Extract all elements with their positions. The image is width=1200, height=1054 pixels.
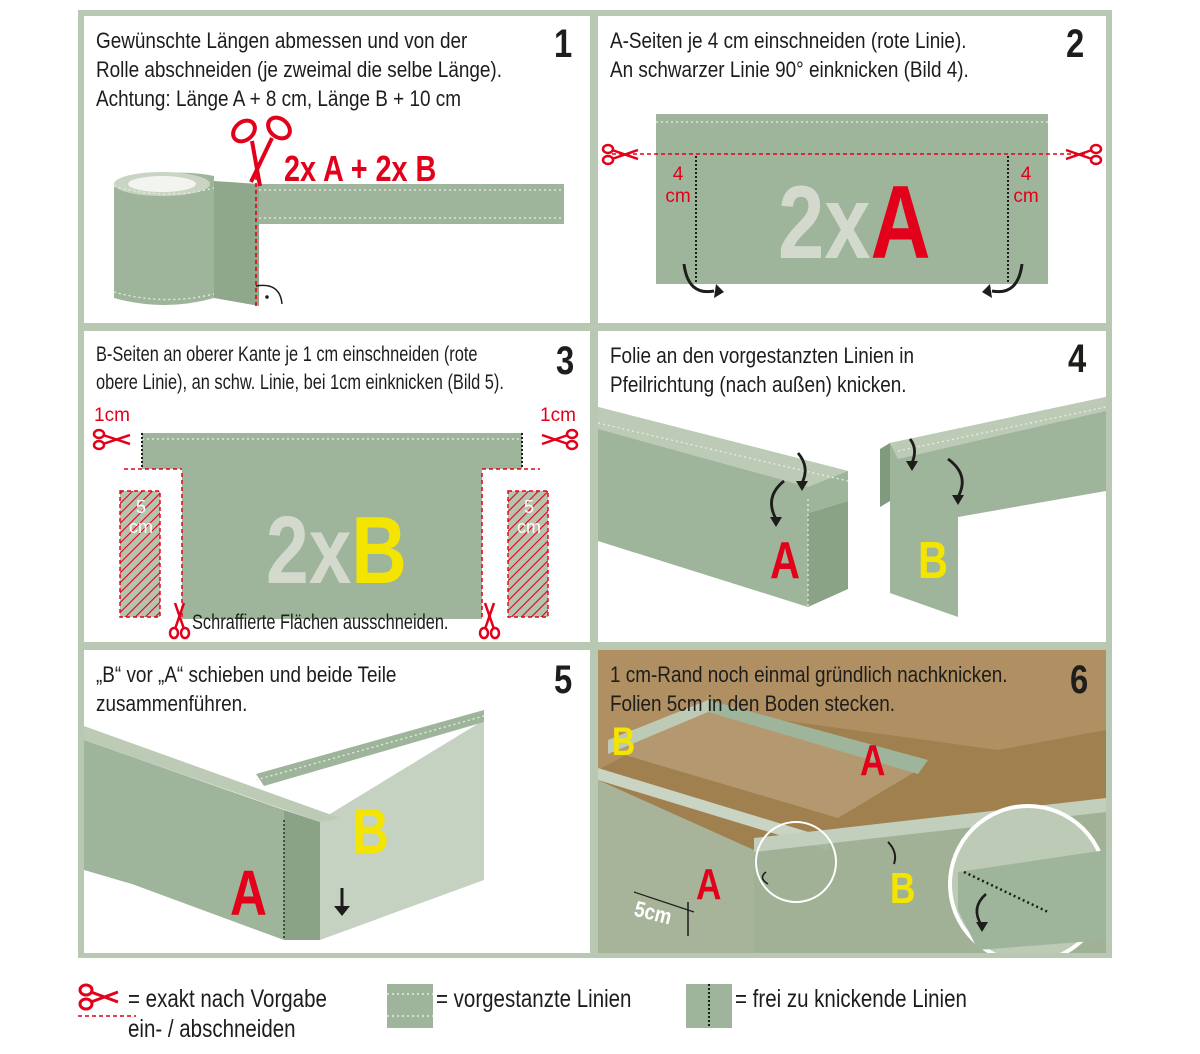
step-6-panel: 1 cm-Rand noch einmal gründlich nachknic… <box>598 650 1106 953</box>
scissors-icon <box>231 115 292 187</box>
near-a-label: A <box>696 860 722 909</box>
roll-illustration <box>113 115 564 306</box>
step-3-number: 3 <box>556 339 575 383</box>
scissors-icon <box>601 143 639 166</box>
near-b-label: B <box>890 864 916 913</box>
cut-hatched-caption: Schraffierte Flächen ausschneiden. <box>192 611 449 634</box>
folding-illustration <box>598 397 1106 617</box>
step-2-text: A-Seiten je 4 cm einschneiden (rote Lini… <box>610 28 969 82</box>
far-b-label: B <box>612 720 636 764</box>
step-1-number: 1 <box>554 22 573 66</box>
scissors-icon <box>541 428 579 451</box>
right-tab-measure: 1cm <box>540 405 576 426</box>
step-3-text: B-Seiten an oberer Kante je 1 cm einschn… <box>96 343 504 394</box>
piece-b-label: B <box>918 532 949 590</box>
big-b-label: 2xB <box>266 497 407 604</box>
piece-a-label: A <box>770 532 801 590</box>
step-5-number: 5 <box>554 658 573 702</box>
legend-perforated-text: = vorgestanzte Linien <box>436 985 632 1013</box>
step-4-number: 4 <box>1068 337 1087 381</box>
dotted-line-swatch <box>387 984 433 1028</box>
piece-b-label: B <box>352 795 389 867</box>
fold-line-swatch <box>686 984 732 1028</box>
scissors-icon <box>168 602 191 640</box>
scissors-icon <box>478 602 501 640</box>
scissors-icon <box>1065 143 1103 166</box>
step-6-text: 1 cm-Rand noch einmal gründlich nachknic… <box>610 662 1008 716</box>
roll-label: 2x A + 2x B <box>284 148 437 189</box>
step-6-number: 6 <box>1070 658 1089 702</box>
step-3-panel: B-Seiten an oberer Kante je 1 cm einschn… <box>84 331 590 642</box>
left-tab-measure: 1cm <box>94 405 130 426</box>
a-side-illustration <box>601 114 1103 298</box>
scissors-icon <box>78 983 136 1017</box>
legend-fold-text: = frei zu knickende Linien <box>735 985 967 1013</box>
far-a-label: A <box>860 736 886 785</box>
big-a-label: 2xA <box>778 165 931 281</box>
join-illustration <box>84 710 485 940</box>
piece-a-label: A <box>230 857 267 929</box>
bed-installation-illustration <box>598 650 1106 953</box>
b-side-illustration <box>92 428 579 640</box>
scissors-icon <box>92 428 131 451</box>
step-2-panel: A-Seiten je 4 cm einschneiden (rote Lini… <box>598 16 1106 323</box>
step-2-number: 2 <box>1066 22 1085 66</box>
